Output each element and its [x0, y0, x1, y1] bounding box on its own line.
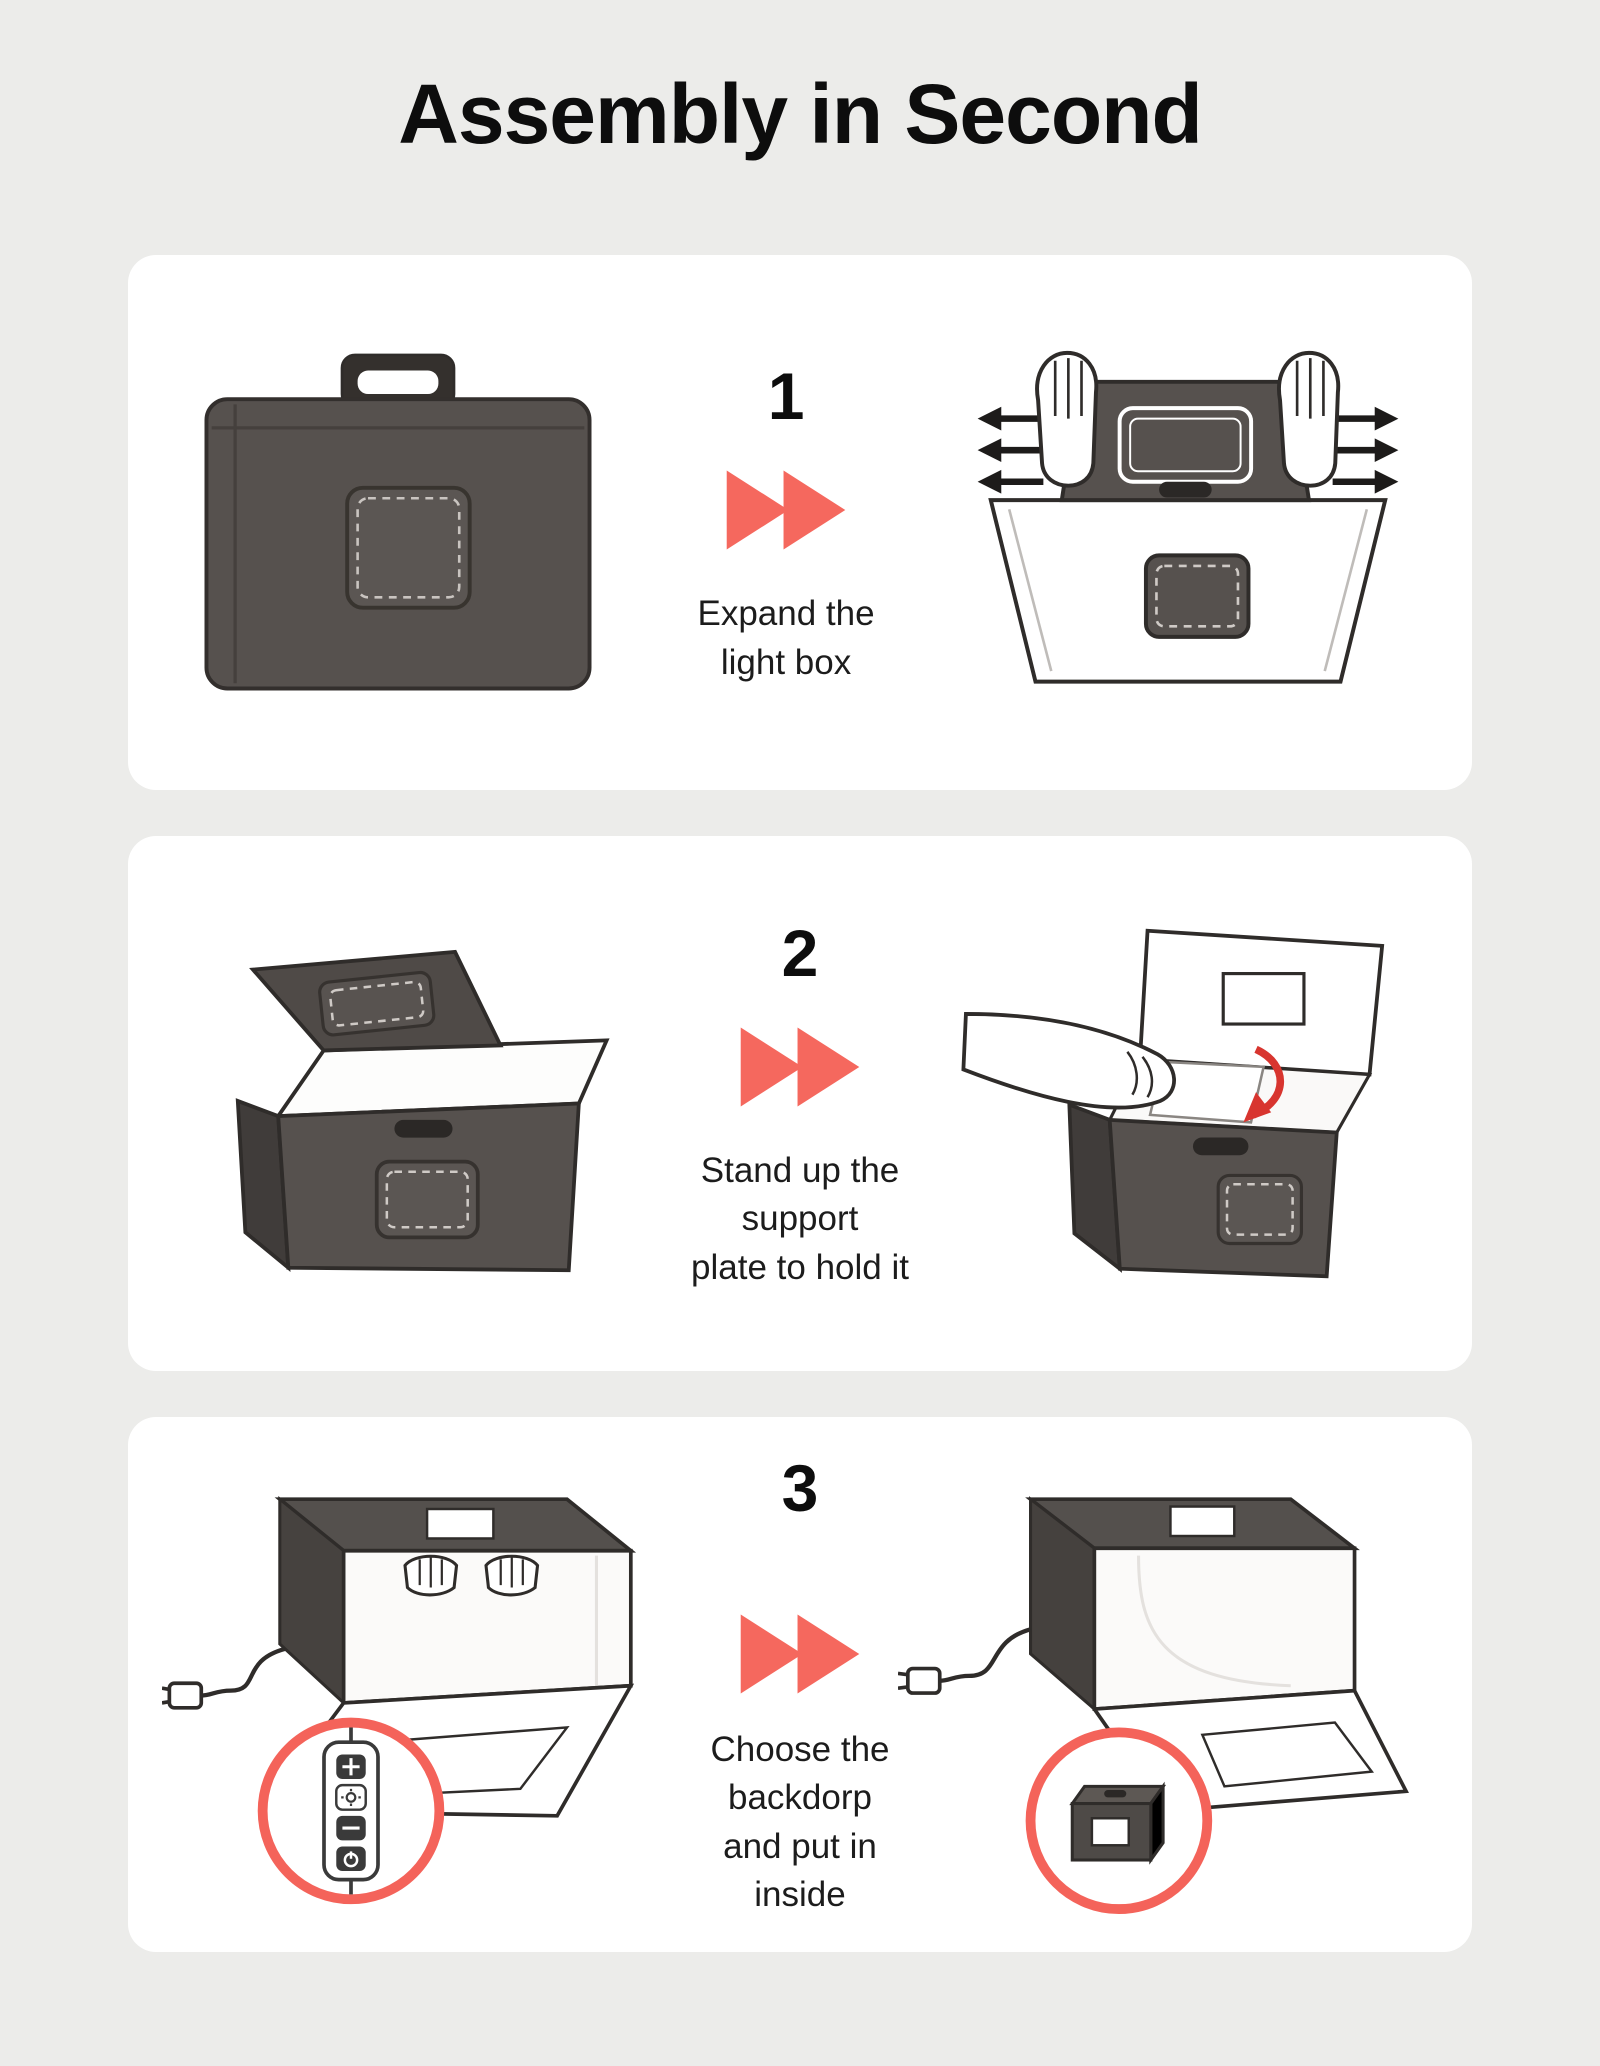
red-curved-arrow-icon: [1243, 1045, 1284, 1123]
step2-text-area: 2 Stand up the support plate to hold it: [642, 915, 958, 1292]
caption-line-1: Choose the backdorp: [710, 1729, 890, 1818]
lightbox-remote-illustration: [162, 1495, 637, 1905]
caption-line-2: plate to hold it: [691, 1247, 909, 1287]
pull-arrows-left-icon: [998, 415, 1044, 486]
step-panel-2: 2 Stand up the support plate to hold it: [128, 836, 1472, 1371]
step2-left-illustration-area: [162, 914, 642, 1293]
caption-line-2: light box: [720, 642, 852, 682]
caption-line-1: Stand up the support: [700, 1151, 900, 1239]
step-number: 3: [781, 1450, 819, 1525]
expand-lightbox-hands-illustration: [977, 350, 1399, 684]
reaching-hand-icon: [961, 1012, 1176, 1110]
step-caption: Stand up the support plate to hold it: [642, 1147, 958, 1292]
fast-forward-icon: [740, 1614, 860, 1694]
step-number: 2: [781, 916, 819, 991]
step1-left-illustration-area: [162, 334, 634, 712]
plug-icon: [162, 1681, 204, 1710]
left-hand-icon: [403, 1554, 459, 1597]
remote-control-inset: [257, 1717, 445, 1905]
steps-container: 1 Expand the light box: [128, 255, 1472, 1952]
remote-minus-button-icon: [336, 1815, 366, 1841]
support-plate-hand-illustration: [961, 928, 1385, 1279]
step-panel-1: 1 Expand the light box: [128, 255, 1472, 790]
step3-text-area: 3 Choose the backdorp and put in inside: [702, 1450, 898, 1919]
step2-right-illustration-area: [958, 908, 1438, 1299]
step3-right-illustration-area: [898, 1445, 1438, 1924]
left-hand-icon: [1035, 350, 1099, 488]
caption-line-2: and put in inside: [723, 1826, 877, 1914]
step3-left-illustration-area: [162, 1445, 702, 1924]
closed-lightbox-illustration: [204, 353, 592, 690]
step1-text-area: 1 Expand the light box: [634, 358, 938, 687]
fast-forward-icon: [740, 1027, 860, 1107]
step-panel-3: 3 Choose the backdorp and put in inside: [128, 1417, 1472, 1952]
step-number: 1: [767, 359, 805, 434]
remote-lamp-button-icon: [335, 1783, 367, 1811]
fast-forward-icon: [726, 470, 846, 550]
right-hand-icon: [484, 1554, 540, 1597]
expanded-box-illustration: [235, 949, 610, 1273]
pull-arrows-right-icon: [1332, 415, 1378, 486]
remote-plus-button-icon: [336, 1754, 366, 1779]
lightbox-backdrop-illustration: [898, 1496, 1409, 1914]
step1-right-illustration-area: [938, 345, 1438, 700]
plug-icon: [898, 1666, 942, 1695]
right-hand-icon: [1277, 350, 1341, 488]
step-caption: Choose the backdorp and put in inside: [702, 1726, 898, 1919]
caption-line-1: Expand the: [697, 594, 875, 634]
remote-power-button-icon: [336, 1846, 366, 1872]
backdrop-bag-inset: [1025, 1727, 1213, 1914]
step-caption: Expand the light box: [698, 590, 875, 687]
page-title: Assembly in Second: [398, 67, 1203, 161]
